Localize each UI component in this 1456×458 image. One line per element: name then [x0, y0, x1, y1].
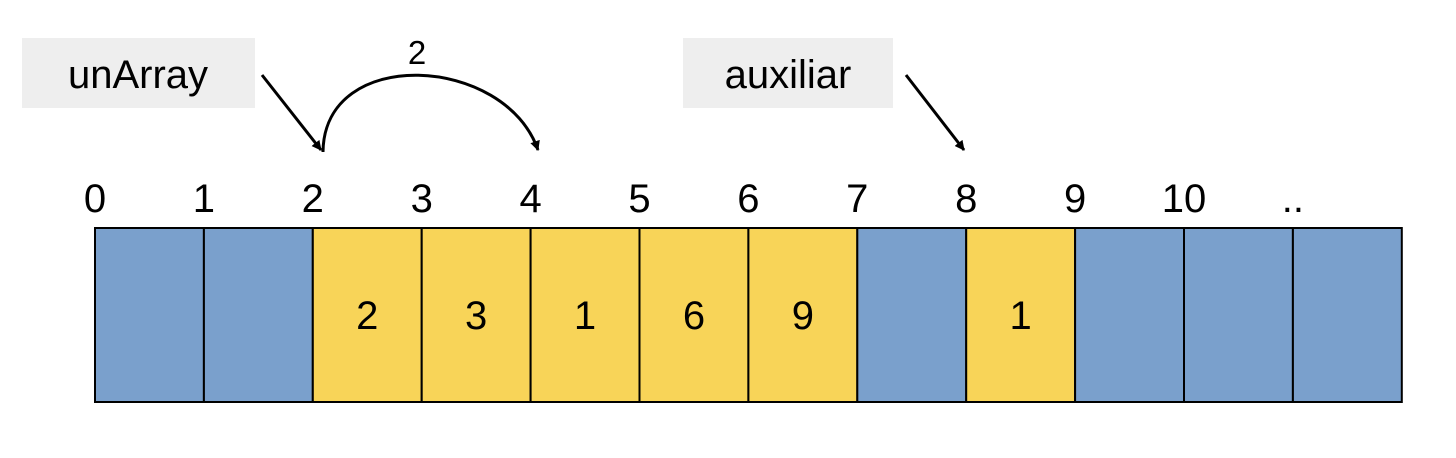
aux-name-label: auxiliar: [683, 38, 893, 108]
jump-curved-arrow: [321, 73, 540, 153]
cell-value-8: 1: [1010, 294, 1032, 338]
array-name-text: unArray: [68, 53, 208, 97]
array-name-label: unArray: [22, 38, 255, 108]
index-label-6: 6: [737, 177, 759, 221]
memory-cell-7: [856, 227, 968, 403]
memory-cell-0: [94, 227, 205, 403]
memory-cell-11: [1291, 227, 1403, 403]
index-label-3: 3: [411, 177, 433, 221]
memory-cell-1: [202, 227, 314, 403]
index-label-10: 10: [1162, 177, 1207, 221]
index-label-7: 7: [846, 177, 868, 221]
index-labels: 0 1 2 3 4 5 6 7 8 9 10..: [84, 177, 1304, 221]
memory-cell-8: [965, 227, 1077, 403]
cell-value-5: 6: [683, 294, 705, 338]
index-label-4: 4: [519, 177, 541, 221]
memory-cell-10: [1183, 227, 1294, 403]
aux-name-box: [683, 38, 893, 108]
cell-value-2: 2: [356, 294, 378, 338]
jump-value-text: 2: [408, 34, 426, 71]
memory-cell-5: [638, 227, 750, 403]
index-label-9: 9: [1064, 177, 1086, 221]
index-label-0: 0: [84, 177, 106, 221]
memory-cell-9: [1074, 227, 1185, 403]
memory-cells: 2 3 1 6 9 1: [94, 227, 1403, 403]
index-label-2: 2: [302, 177, 324, 221]
index-label-1: 1: [193, 177, 215, 221]
memory-cell-6: [747, 227, 859, 403]
cell-value-6: 9: [792, 294, 814, 338]
aux-pointer-arrow: [904, 74, 966, 151]
memory-cell-2: [311, 227, 423, 403]
index-label-11: ..: [1282, 177, 1304, 221]
index-label-5: 5: [628, 177, 650, 221]
aux-name-text: auxiliar: [725, 53, 852, 97]
array-name-box: [22, 38, 255, 108]
cell-value-4: 1: [574, 294, 596, 338]
index-label-8: 8: [955, 177, 977, 221]
cell-value-3: 3: [465, 294, 487, 338]
array-pointer-arrow: [260, 74, 323, 151]
